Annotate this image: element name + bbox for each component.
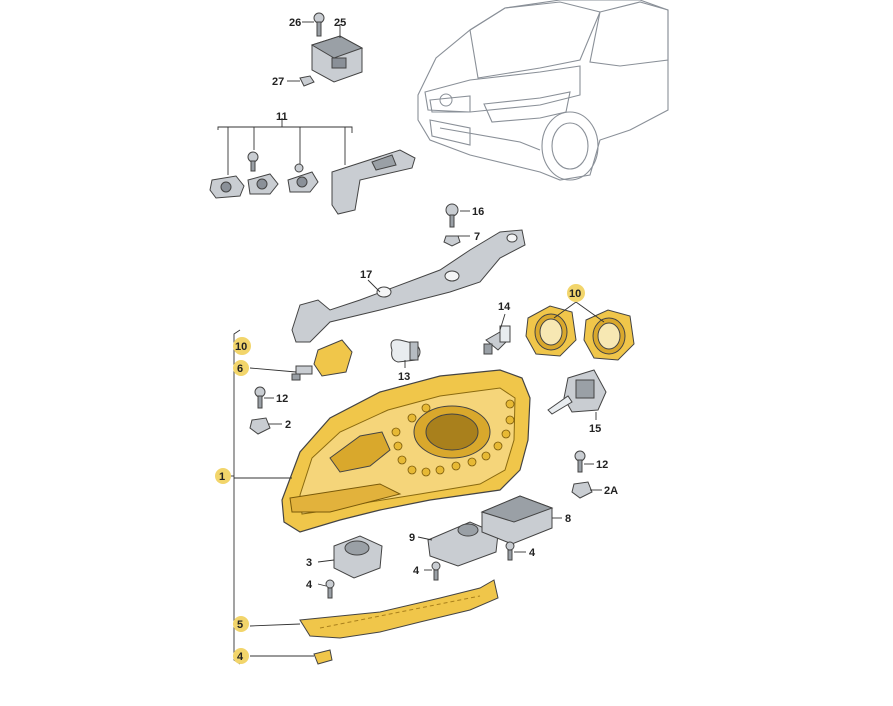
control-unit-3 <box>333 535 383 579</box>
control-unit-9 <box>427 521 499 567</box>
label-15: 15 <box>589 423 601 435</box>
label-11: 11 <box>276 111 288 123</box>
badge-4-bottom: 4 <box>233 648 249 664</box>
label-4-b: 4 <box>413 565 420 577</box>
badge-5: 5 <box>233 616 249 632</box>
callout-labels: 26 25 27 11 16 7 17 14 10 10 6 13 12 2 1… <box>215 17 618 664</box>
nut-2-left <box>249 417 271 435</box>
lower-trim-5 <box>299 579 499 639</box>
badge-1: 1 <box>215 468 231 484</box>
cover-cap-10-right <box>583 309 635 361</box>
bulb-holder-6 <box>291 339 353 381</box>
label-10-top: 10 <box>569 288 581 300</box>
label-12-left: 12 <box>276 393 288 405</box>
label-4-c: 4 <box>529 547 536 559</box>
label-3: 3 <box>306 557 312 569</box>
label-25: 25 <box>334 17 346 29</box>
label-4-a: 4 <box>306 579 313 591</box>
vehicle-illustration <box>417 0 669 181</box>
label-1: 1 <box>219 471 225 483</box>
badge-6: 6 <box>233 360 249 376</box>
label-16: 16 <box>472 206 484 218</box>
bracket-set-11 <box>209 118 416 215</box>
headlamp-assembly-1 <box>281 369 531 533</box>
label-7: 7 <box>474 231 480 243</box>
label-2-left: 2 <box>285 419 291 431</box>
cover-cap-10-left <box>525 305 577 357</box>
label-17: 17 <box>360 269 372 281</box>
mounting-bracket-17 <box>291 229 526 343</box>
badge-10-top: 10 <box>567 284 585 302</box>
nut-27 <box>299 75 315 87</box>
screw-4-d <box>313 649 333 665</box>
nut-7 <box>443 235 461 247</box>
screw-16 <box>445 203 459 228</box>
label-13: 13 <box>398 371 410 383</box>
control-unit-25 <box>310 35 364 83</box>
led-strip <box>391 399 515 477</box>
control-unit-8 <box>480 495 554 545</box>
label-27: 27 <box>272 76 284 88</box>
screw-4-c <box>505 541 515 561</box>
label-5: 5 <box>237 619 243 631</box>
bulb-14 <box>483 325 511 355</box>
screw-12-left <box>254 386 266 409</box>
label-14: 14 <box>498 301 511 313</box>
label-9: 9 <box>409 532 415 544</box>
nut-2A <box>571 481 593 499</box>
screw-4-a <box>325 579 335 599</box>
xenon-bulb-15 <box>547 369 607 415</box>
screw-4-b <box>431 561 441 581</box>
screw-12-right <box>574 450 586 473</box>
label-6: 6 <box>237 363 243 375</box>
bulb-13 <box>390 339 421 363</box>
badge-10-left: 10 <box>233 337 251 355</box>
label-2A: 2A <box>604 485 618 497</box>
label-26: 26 <box>289 17 301 29</box>
label-10-left: 10 <box>235 341 247 353</box>
label-8: 8 <box>565 513 571 525</box>
label-12-right: 12 <box>596 459 608 471</box>
screw-26 <box>313 12 325 37</box>
label-4-d: 4 <box>237 651 244 663</box>
